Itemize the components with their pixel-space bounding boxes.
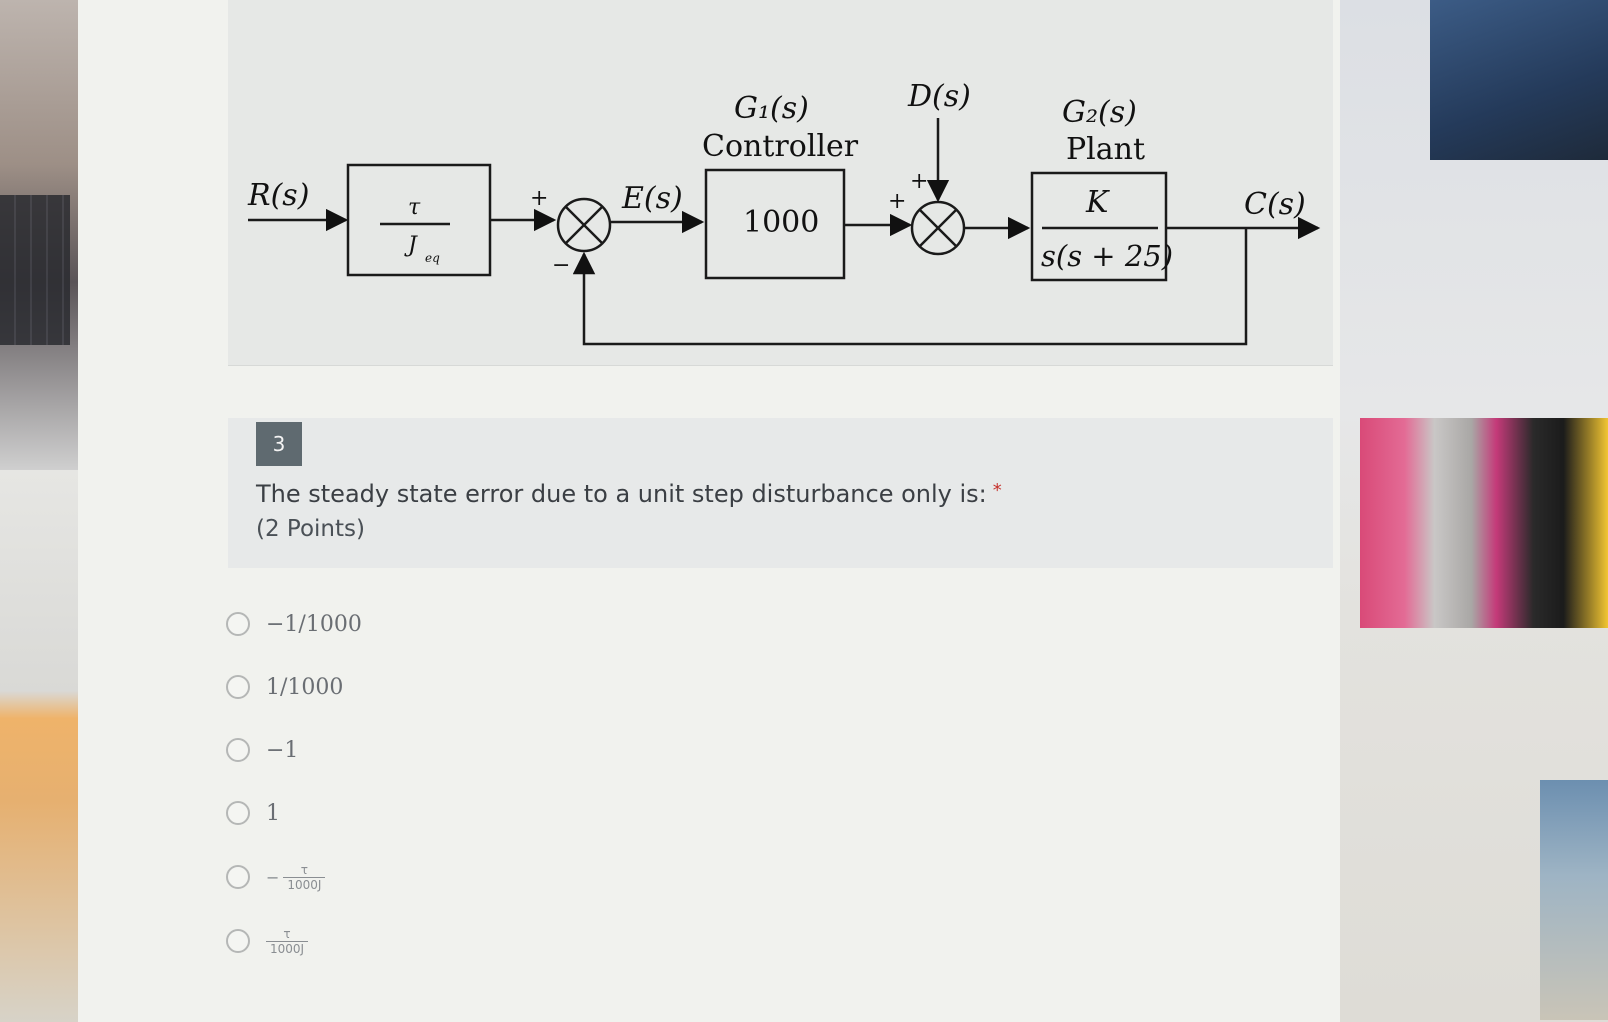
sum1-plus-sign: + [530,186,548,211]
option-label: 1/1000 [266,674,344,700]
background-dark-object [1430,0,1608,160]
question-points: (2 Points) [256,516,365,542]
output-label: C(s) [1244,187,1306,222]
radio-button[interactable] [226,865,250,889]
radio-button[interactable] [226,612,250,636]
plant-name: G₂(s) [1062,95,1137,130]
background-corner [1540,780,1608,1020]
option-1[interactable]: −1/1000 [226,607,362,641]
option-3[interactable]: −1 [226,733,298,767]
sum1-minus-sign: − [552,253,570,278]
fraction-numerator: τ [300,862,309,877]
option-label: −1 [266,737,299,763]
controller-label: Controller [702,129,859,164]
plant-denominator: s(s + 25) [1041,239,1173,273]
radio-button[interactable] [226,738,250,762]
controller-gain: 1000 [743,205,819,240]
plant-numerator: K [1085,185,1110,220]
radio-button[interactable] [226,929,250,953]
background-keyboard [0,195,70,345]
prefilter-subscript: eq [425,251,440,265]
question-prompt: The steady state error due to a unit ste… [256,480,987,508]
option-label: −1/1000 [266,611,362,637]
option-sign: − [266,867,280,887]
option-2[interactable]: 1/1000 [226,670,343,704]
error-label: E(s) [621,181,683,216]
question-number: 3 [256,422,302,466]
fraction-bar [283,876,326,878]
fraction-numerator: τ [283,926,291,941]
option-fraction: τ 1000J [283,862,326,892]
fraction-denominator: 1000J [269,941,305,956]
question-text: The steady state error due to a unit ste… [256,480,1002,508]
controller-name: G₁(s) [734,91,809,126]
block-diagram-image: R(s) τ J eq + − E(s) G₁(s) Controller 10… [228,0,1333,366]
input-label: R(s) [247,178,309,213]
form-screen: R(s) τ J eq + − E(s) G₁(s) Controller 10… [78,0,1340,1022]
prefilter-block [346,163,492,277]
fraction-bar [266,940,308,942]
background-books [1360,418,1608,628]
radio-button[interactable] [226,801,250,825]
plant-block [1030,171,1168,282]
prefilter-denominator: J [404,233,418,258]
disturbance-label: D(s) [907,79,971,114]
background-desk-left [0,470,78,1022]
option-fraction: τ 1000J [266,927,308,956]
radio-button[interactable] [226,675,250,699]
prefilter-numerator: τ [408,195,421,220]
summing-junction-1 [556,197,612,253]
fraction-denominator: 1000J [287,877,322,892]
sum2-plus-top: + [910,169,928,194]
block-diagram: R(s) τ J eq + − E(s) G₁(s) Controller 10… [247,79,1321,346]
option-4[interactable]: 1 [226,796,280,830]
sum2-plus-left: + [888,189,906,214]
plant-label: Plant [1066,132,1145,167]
option-6[interactable]: τ 1000J [226,924,308,958]
required-marker: * [992,480,1002,501]
question-card: 3 The steady state error due to a unit s… [228,418,1333,568]
option-label: 1 [266,800,280,826]
option-5[interactable]: − τ 1000J [226,860,326,894]
